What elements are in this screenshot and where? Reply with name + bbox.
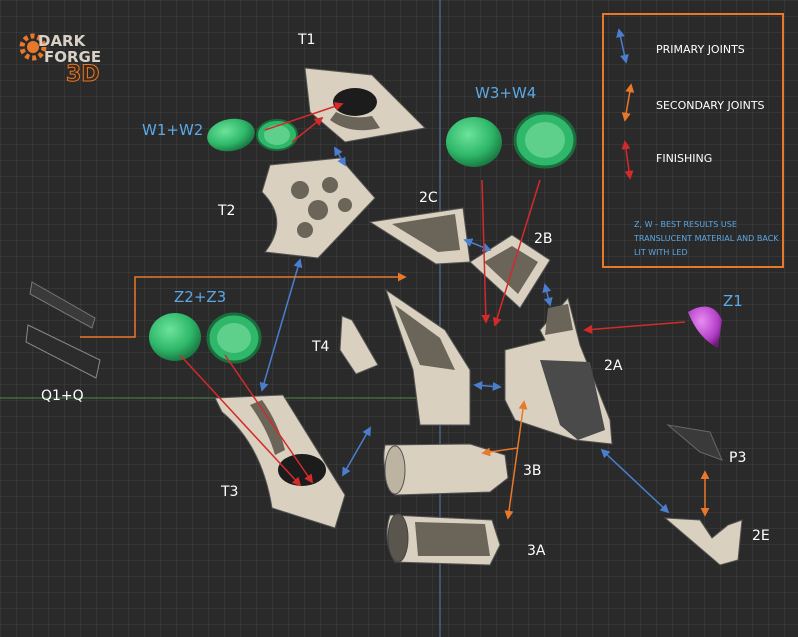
- label-t4: T4: [312, 339, 330, 355]
- part-3a: [386, 513, 501, 566]
- part-t4: [339, 315, 379, 375]
- legend-box: PRIMARY JOINTS SECONDARY JOINTS FINISHIN…: [602, 13, 784, 268]
- logo-line-3: 3D: [66, 62, 101, 88]
- primary-joint-arrow: [334, 146, 346, 167]
- part-t2: [261, 157, 376, 259]
- label-w3w4: W3+W4: [475, 84, 537, 102]
- legend-secondary-icon: [621, 83, 635, 122]
- label-w1w2: W1+W2: [142, 121, 204, 139]
- label-t1: T1: [298, 32, 316, 48]
- finishing-arrow: [291, 116, 324, 143]
- primary-joint-arrow: [600, 448, 670, 514]
- finishing-arrow: [224, 354, 314, 484]
- part-2c: [368, 207, 471, 265]
- secondary-joint-arrow: [80, 272, 407, 338]
- finishing-arrow: [492, 179, 541, 327]
- logo-line-1: DARK: [38, 32, 86, 50]
- part-2b: [469, 234, 551, 309]
- gear-icon: [19, 33, 47, 61]
- lens-w1: [207, 118, 255, 152]
- finishing-arrow: [264, 102, 344, 131]
- part-2a: [504, 296, 613, 445]
- logo-line-2: FORGE: [44, 48, 102, 66]
- label-p3: P3: [729, 450, 747, 466]
- primary-joint-arrow: [542, 283, 553, 307]
- legend-primary-icon: [616, 28, 629, 64]
- label-2c: 2C: [419, 190, 438, 206]
- legend-note: Z, W - BEST RESULTS USE TRANSLUCENT MATE…: [634, 220, 779, 257]
- finishing-arrow: [481, 179, 491, 324]
- finishing-arrow: [583, 321, 686, 334]
- label-t3: T3: [221, 484, 239, 500]
- secondary-joint-arrow: [504, 400, 528, 520]
- lens-z2: [149, 313, 201, 361]
- label-z2z3: Z2+Z3: [174, 288, 227, 306]
- part-p3: [666, 424, 723, 461]
- label-q1q: Q1+Q: [41, 388, 84, 404]
- label-t2: T2: [218, 203, 236, 219]
- label-3b: 3B: [523, 463, 542, 479]
- label-2a: 2A: [604, 358, 623, 374]
- part-torso-left: [385, 288, 471, 426]
- finishing-arrow: [179, 354, 302, 487]
- part-q1q: [25, 281, 101, 379]
- primary-joint-arrow: [473, 381, 502, 391]
- label-z1: Z1: [723, 292, 743, 310]
- primary-joint-arrow: [259, 258, 303, 392]
- part-2e: [663, 517, 743, 566]
- lens-z3: [206, 312, 262, 364]
- primary-joint-arrow: [463, 238, 492, 252]
- dark-forge-3d-logo: DARK FORGE 3D: [18, 28, 118, 88]
- lens-z1: [688, 306, 722, 348]
- legend-secondary-label: SECONDARY JOINTS: [656, 99, 765, 112]
- legend-finishing-icon: [621, 140, 634, 180]
- lens-w3: [446, 117, 502, 167]
- label-2b: 2B: [534, 231, 553, 247]
- label-3a: 3A: [527, 543, 546, 559]
- primary-joint-arrow: [342, 426, 371, 477]
- label-2e: 2E: [752, 528, 770, 544]
- part-3b: [383, 443, 509, 496]
- legend-finishing-label: FINISHING: [656, 152, 713, 165]
- lens-w4: [513, 111, 577, 169]
- legend-primary-label: PRIMARY JOINTS: [656, 43, 745, 56]
- lens-w2: [256, 119, 298, 151]
- part-t1: [304, 67, 427, 143]
- secondary-joint-arrow: [481, 447, 519, 457]
